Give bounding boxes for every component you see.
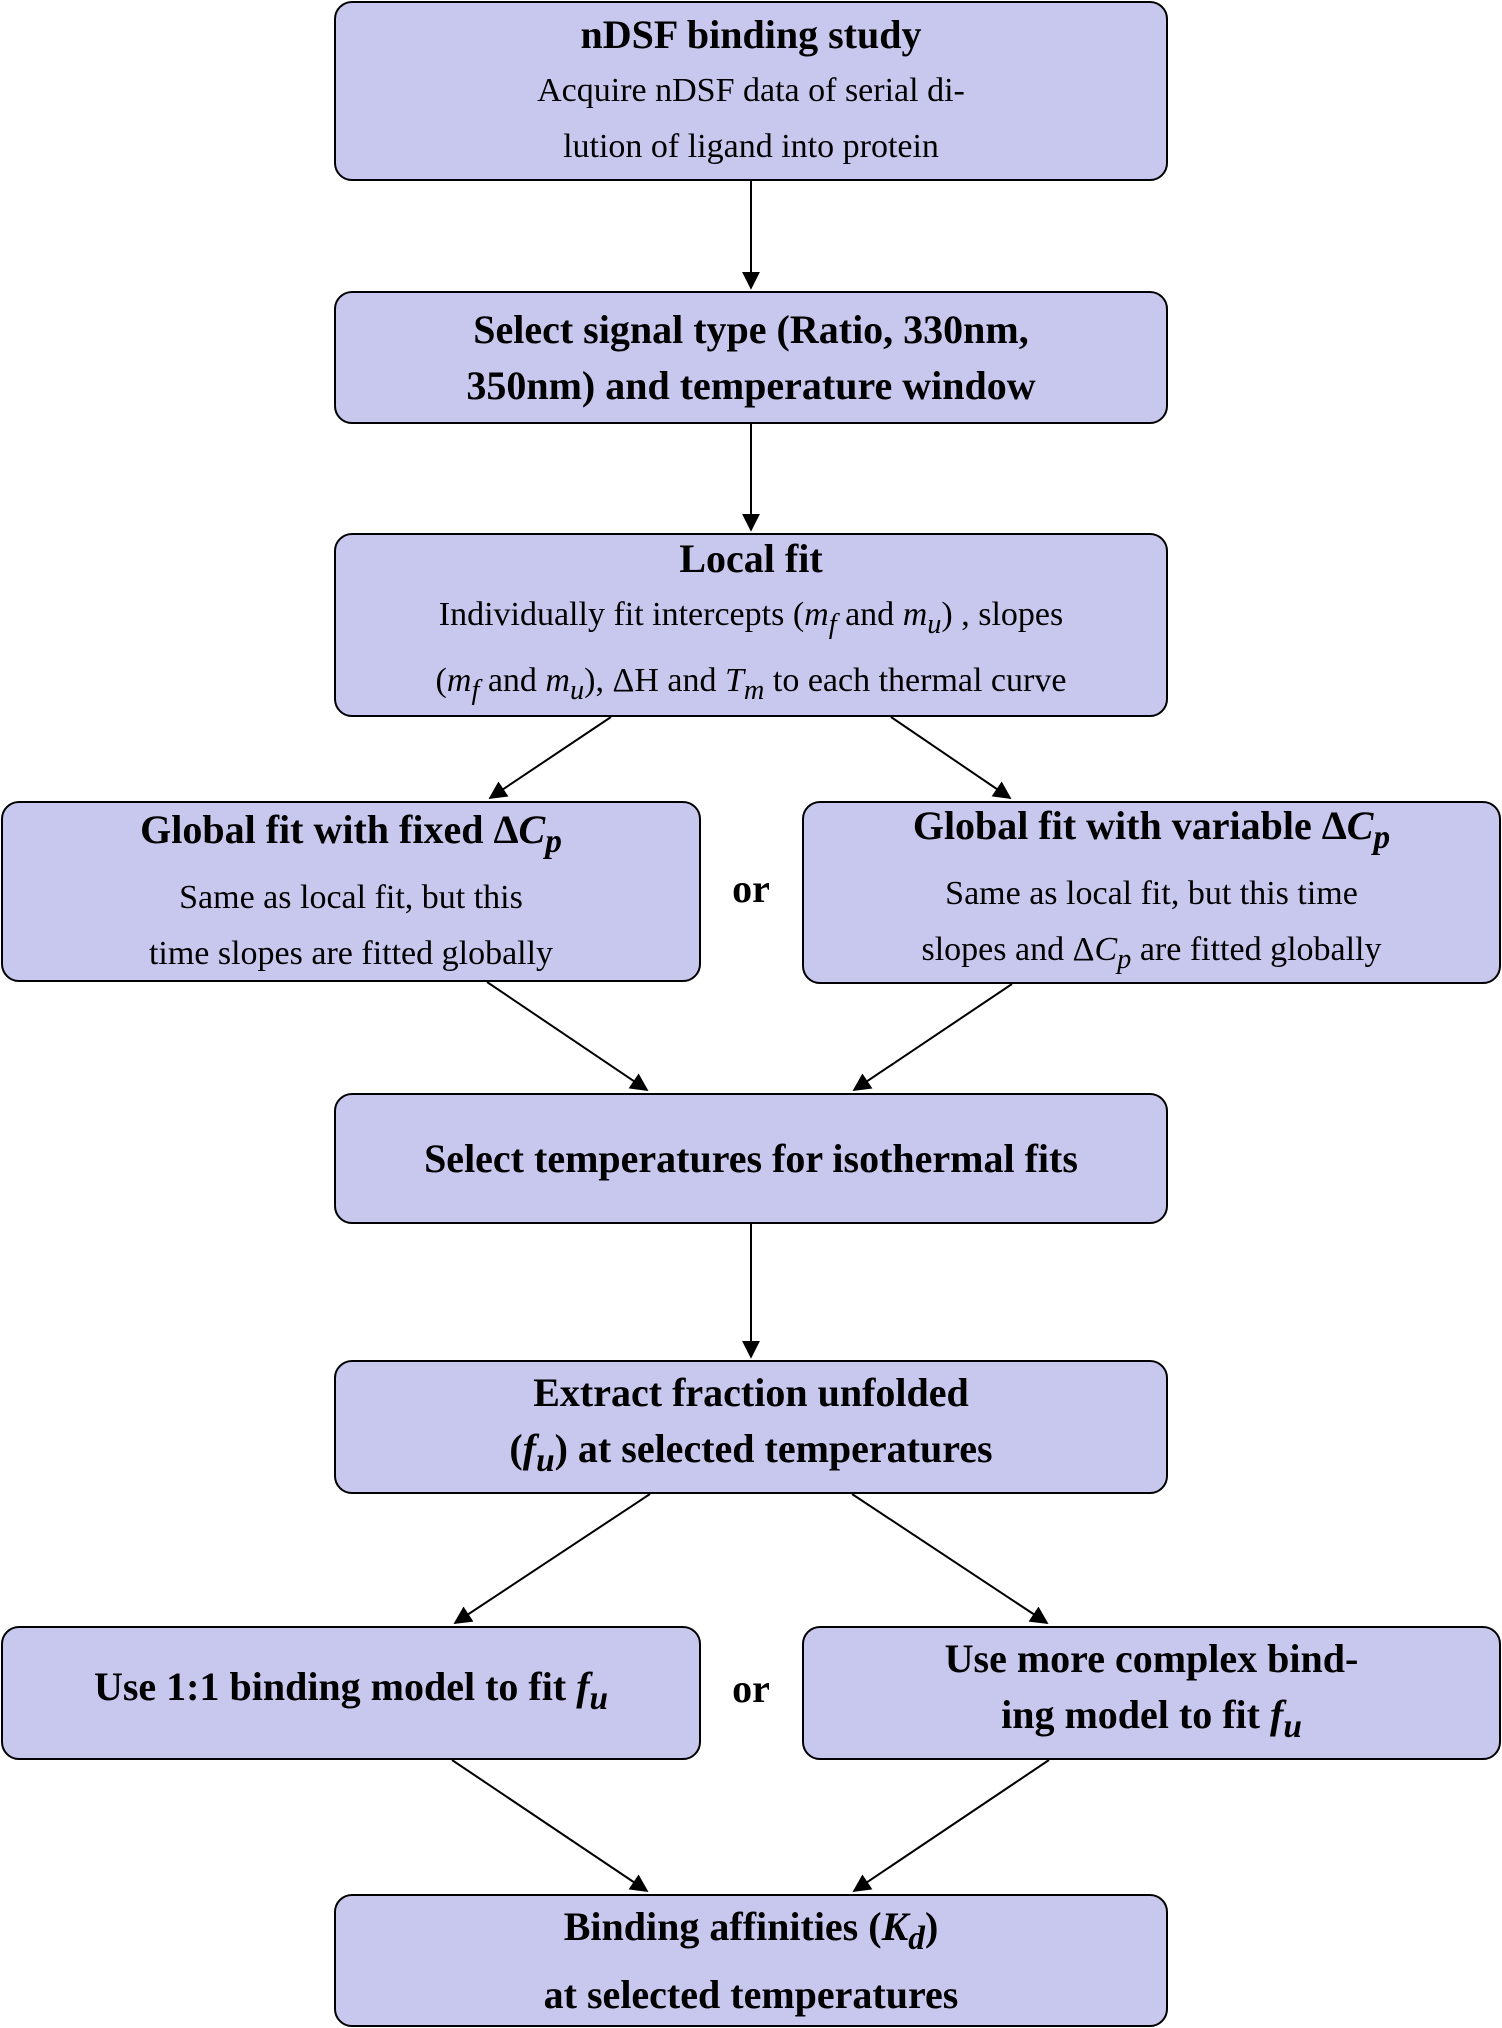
node-text-line: time slopes are fitted globally <box>148 934 554 972</box>
or-connector: or <box>732 866 770 911</box>
node-text-line: Use 1:1 binding model to fit fu <box>93 1664 609 1717</box>
node-text-line: (fu) at selected temperatures <box>509 1426 993 1479</box>
arrow-n3-n5 <box>890 716 1012 800</box>
node-local-fit: Local fit Individually fit intercepts (m… <box>334 533 1168 717</box>
node-text-line: Select temperatures for isothermal fits <box>424 1135 1078 1181</box>
node-text-line: Select signal type (Ratio, 330nm, <box>473 306 1029 352</box>
node-extract-fraction-unfolded: Extract fraction unfolded (fu) at select… <box>334 1360 1168 1494</box>
node-ndsf-binding-study: nDSF binding study Acquire nDSF data of … <box>334 1 1168 181</box>
node-global-fit-variable: Global fit with variable ΔCp Same as loc… <box>802 801 1501 984</box>
node-text-line: Extract fraction unfolded <box>533 1370 969 1415</box>
node-select-temperatures: Select temperatures for isothermal fits <box>334 1093 1168 1224</box>
node-text-line: Same as local fit, but this <box>179 878 523 916</box>
node-text-line: slopes and ΔCp are fitted globally <box>921 930 1382 975</box>
node-text-line: at selected temperatures <box>543 1971 959 2017</box>
node-title: Global fit with variable ΔCp <box>912 802 1391 856</box>
node-global-fit-fixed: Global fit with fixed ΔCp Same as local … <box>1 801 701 982</box>
node-text-line: (mf and mu), ΔH and Tm to each thermal c… <box>435 662 1067 706</box>
arrow-n9-n10 <box>852 1759 1050 1893</box>
arrow-n7-n9 <box>851 1493 1049 1624</box>
arrow-n7-n8 <box>453 1493 651 1624</box>
arrow-n5-n6 <box>852 983 1013 1092</box>
node-select-signal-type: Select signal type (Ratio, 330nm, 350nm)… <box>334 291 1168 424</box>
node-title: nDSF binding study <box>580 12 922 57</box>
node-text-line: lution of ligand into protein <box>563 128 939 165</box>
arrow-n4-n6 <box>486 981 649 1092</box>
node-text-line: Same as local fit, but this time <box>945 874 1358 912</box>
node-title: Global fit with fixed ΔCp <box>140 806 562 860</box>
node-text-line: 350nm) and temperature window <box>466 362 1036 408</box>
node-text-line: ing model to fit fu <box>1001 1692 1302 1745</box>
node-binding-affinities: Binding affinities (Kd) at selected temp… <box>334 1894 1168 2027</box>
node-text-line: Use more complex bind- <box>944 1636 1359 1681</box>
arrow-n8-n10 <box>451 1759 649 1893</box>
or-connector: or <box>732 1666 770 1711</box>
node-text-line: Individually fit intercepts (mf and mu) … <box>438 596 1064 640</box>
node-text-line: Acquire nDSF data of serial di- <box>537 72 965 109</box>
node-title: Local fit <box>679 536 823 582</box>
node-complex-binding-model: Use more complex bind- ing model to fit … <box>802 1626 1501 1760</box>
arrow-n3-n4 <box>488 716 612 800</box>
node-1to1-binding-model: Use 1:1 binding model to fit fu <box>1 1626 701 1760</box>
node-text-line: Binding affinities (Kd) <box>563 1903 939 1957</box>
